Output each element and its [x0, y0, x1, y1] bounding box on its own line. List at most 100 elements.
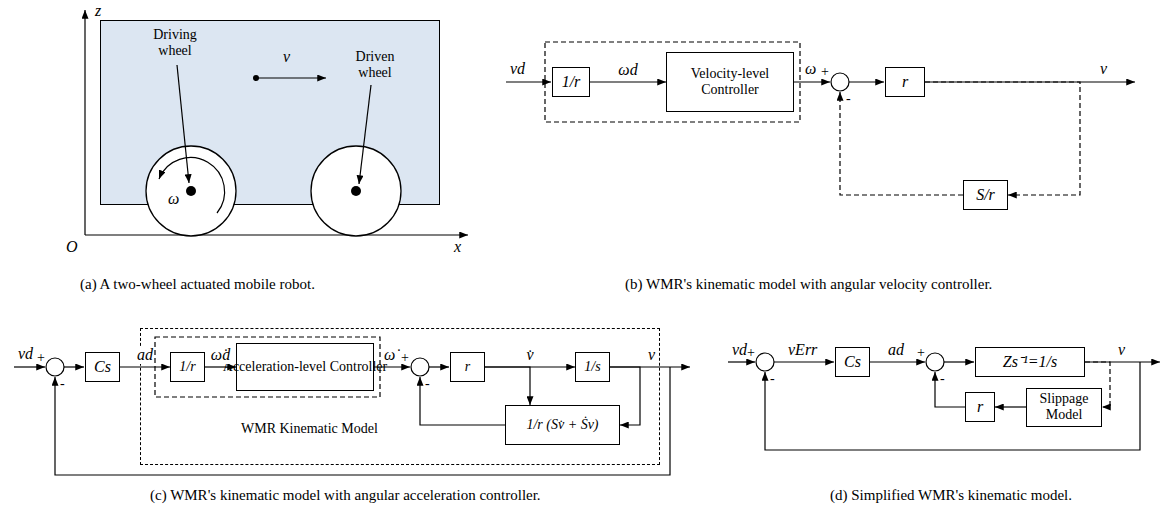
summing-junction	[46, 358, 64, 376]
sign: +	[821, 64, 829, 79]
signal-connector	[590, 81, 666, 82]
signal-connector	[120, 366, 170, 367]
signal-wire	[420, 377, 505, 425]
signal-wire	[728, 361, 755, 362]
block-text: Zs⁻¹=1/s	[1003, 353, 1057, 371]
origin-name: O	[66, 238, 78, 256]
rotation-arrow	[159, 158, 225, 213]
panel-caption: (a) A two-wheel actuated mobile robot.	[80, 276, 315, 293]
signal-name: ω̇	[384, 346, 395, 364]
controller-block: Velocity-level Controller	[666, 52, 794, 112]
velocity-arrow	[256, 77, 326, 78]
signal-wire	[840, 92, 963, 195]
block-text: Slippage Model	[1027, 391, 1101, 423]
signal-name: ad	[136, 346, 154, 364]
coordinate-axes	[84, 10, 85, 235]
leader-arrow	[359, 85, 371, 184]
signal-connector	[995, 406, 1026, 407]
signal-name: v	[283, 48, 290, 66]
block-text: Cs	[844, 353, 861, 371]
gain-block: S/r	[963, 180, 1008, 210]
block-text: r	[977, 398, 983, 416]
block-text: 1/r (Sv̇ + Ṡv)	[526, 417, 598, 433]
signal-name: ad	[888, 341, 904, 359]
signal-wire	[935, 372, 965, 407]
gain-block: Zs⁻¹=1/s	[975, 347, 1085, 377]
summing-junction	[411, 358, 429, 376]
coordinate-axes	[85, 234, 468, 235]
signal-wire	[870, 361, 925, 362]
sign: +	[37, 350, 45, 365]
part-label: Driven wheel	[339, 49, 411, 81]
gain-block: r	[965, 392, 995, 422]
signal-name: v	[1118, 341, 1125, 359]
gain-block: 1/r (Sv̇ + Ṡv)	[505, 405, 620, 445]
wheel-hub	[351, 186, 361, 196]
sign: -	[846, 91, 851, 106]
panel-caption: (b) WMR's kinematic model with angular v…	[625, 276, 992, 293]
wheel	[311, 146, 401, 236]
robot-body: Driving wheelDriven wheel	[100, 20, 440, 205]
signal-name: ω	[805, 60, 816, 78]
signal-name: v̇	[525, 346, 534, 364]
gain-block: 1/s	[575, 352, 610, 382]
block-text: 1/r	[179, 359, 195, 375]
sign: -	[940, 371, 945, 386]
signal-wire	[849, 81, 884, 82]
wheel	[146, 146, 236, 236]
signal-connector	[485, 367, 530, 405]
gain-block: 1/r	[552, 67, 590, 97]
signal-connector	[925, 82, 1080, 195]
signal-name: vd	[18, 345, 33, 363]
signal-name: ωd	[617, 61, 638, 79]
signal-wire	[64, 366, 84, 367]
sign: +	[401, 350, 409, 365]
signal-wire	[790, 81, 830, 82]
part-label: Driving wheel	[139, 27, 211, 59]
block-text: Acceleration-level Controller	[223, 359, 387, 375]
signal-name: ω̇d	[210, 346, 231, 364]
summing-junction	[926, 353, 944, 371]
axis-name: z	[95, 2, 101, 20]
summing-junction	[831, 73, 849, 91]
block-text: 1/r	[562, 73, 581, 91]
sign: -	[60, 376, 65, 391]
signal-name: vd	[510, 60, 525, 78]
panel-caption: (d) Simplified WMR's kinematic model.	[830, 487, 1072, 504]
coordinate-axes	[85, 10, 468, 235]
signal-wire	[774, 361, 834, 362]
signal-name: ω	[168, 190, 179, 208]
group-title: WMR Kinematic Model	[241, 421, 378, 437]
gain-block: Cs	[85, 352, 120, 382]
gain-block: Cs	[835, 347, 870, 377]
signal-name: vErr	[788, 341, 817, 359]
summing-junction	[756, 353, 774, 371]
gain-block: 1/r	[170, 352, 205, 382]
axis-name: x	[454, 238, 461, 256]
controller-block: Slippage Model	[1026, 388, 1102, 427]
signal-name: vd	[732, 341, 747, 359]
wheel-hub	[186, 186, 196, 196]
center-dot	[253, 75, 259, 81]
signal-wire	[14, 366, 45, 367]
block-text: Velocity-level Controller	[667, 66, 793, 98]
block-text: r	[465, 359, 470, 375]
panel-caption: (c) WMR's kinematic model with angular a…	[150, 487, 541, 504]
sign: -	[425, 376, 430, 391]
block-text: Cs	[94, 358, 111, 376]
block-text: r	[902, 73, 908, 91]
block-text: S/r	[976, 186, 995, 204]
leader-arrow	[177, 65, 189, 183]
gain-block: r	[450, 352, 485, 382]
controller-block: Acceleration-level Controller	[236, 343, 374, 391]
dashed-boundary	[545, 42, 800, 122]
signal-wire	[506, 81, 551, 82]
sign: -	[770, 371, 775, 386]
signal-name: v	[1100, 60, 1107, 78]
signal-name: v	[648, 346, 655, 364]
sign: +	[747, 345, 755, 360]
sign: +	[917, 345, 925, 360]
signal-wire	[429, 366, 449, 367]
gain-block: r	[885, 67, 925, 97]
